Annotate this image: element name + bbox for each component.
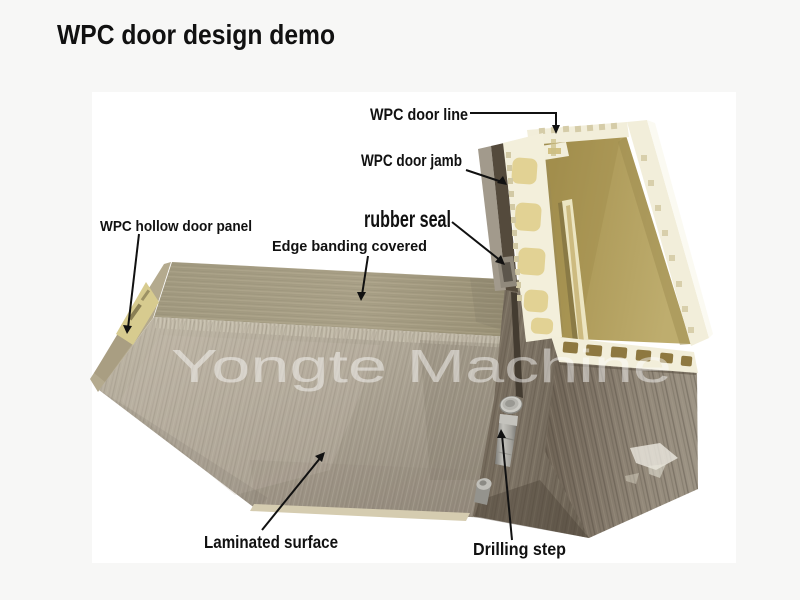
svg-text:WPC door design demo: WPC door design demo <box>57 19 335 50</box>
svg-text:Drilling step: Drilling step <box>473 539 566 559</box>
svg-text:WPC door jamb: WPC door jamb <box>361 151 462 170</box>
svg-text:rubber seal: rubber seal <box>364 206 451 232</box>
svg-text:WPC hollow door panel: WPC hollow door panel <box>100 218 252 235</box>
svg-text:Laminated surface: Laminated surface <box>204 532 338 552</box>
svg-text:Edge banding covered: Edge banding covered <box>272 238 427 255</box>
svg-text:Yongte Machine: Yongte Machine <box>171 340 672 392</box>
svg-text:WPC door line: WPC door line <box>370 105 468 124</box>
